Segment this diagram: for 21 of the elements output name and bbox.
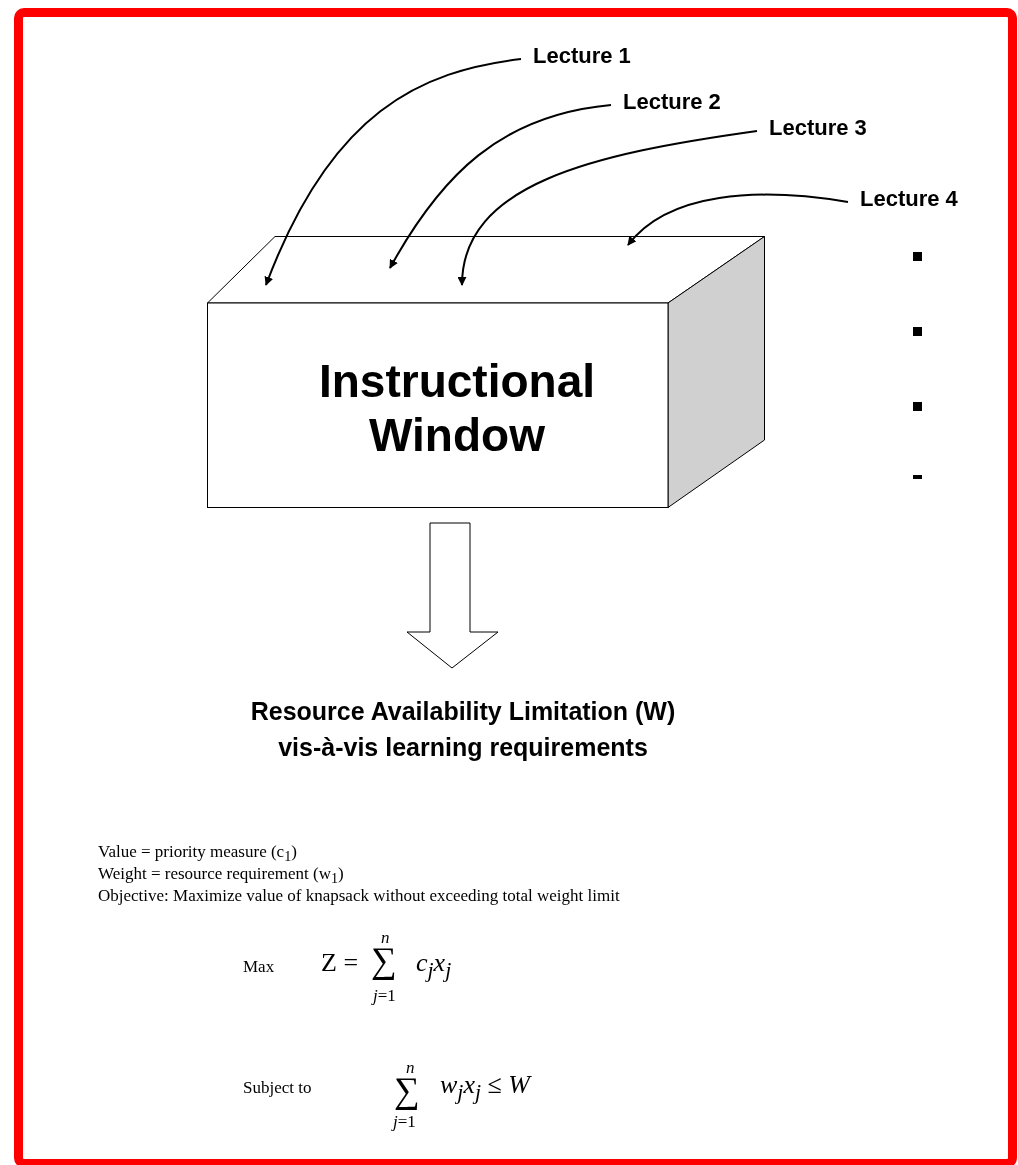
lecture-label: Lecture 4: [860, 186, 990, 216]
block-arrow: [406, 522, 499, 669]
formula-text: c$_{j}$x$_{j}$: [416, 947, 452, 984]
formula-limit: j=1: [393, 1112, 416, 1133]
lecture-label: Lecture 3: [769, 115, 899, 145]
curved-arrow: [264, 58, 522, 286]
curved-arrow: [389, 104, 612, 269]
formula-text: Z =: [321, 947, 359, 979]
box-title: Instructional Window: [318, 354, 596, 462]
formula-keyword: Max: [243, 957, 275, 978]
definition-text: Value = priority measure (c$_{1}$): [98, 842, 297, 866]
lecture-label: Lecture 2: [623, 89, 753, 119]
formula-text: w$_{j}$x$_{j}$ ≤ W: [440, 1069, 530, 1106]
formula-keyword: Subject to: [243, 1078, 312, 1099]
lecture-label: Lecture 1: [533, 43, 659, 73]
curved-arrow: [458, 130, 758, 286]
formula-limit: j=1: [373, 986, 396, 1007]
definition-text: Weight = resource requirement (w$_{1}$): [98, 864, 344, 888]
curved-arrow: [627, 193, 849, 246]
result-text: Resource Availability Limitation (W) vis-à-vis learning requirements: [228, 693, 698, 769]
objective-text: Objective: Maximize value of knapsack without exceeding total weight limit: [98, 886, 620, 907]
